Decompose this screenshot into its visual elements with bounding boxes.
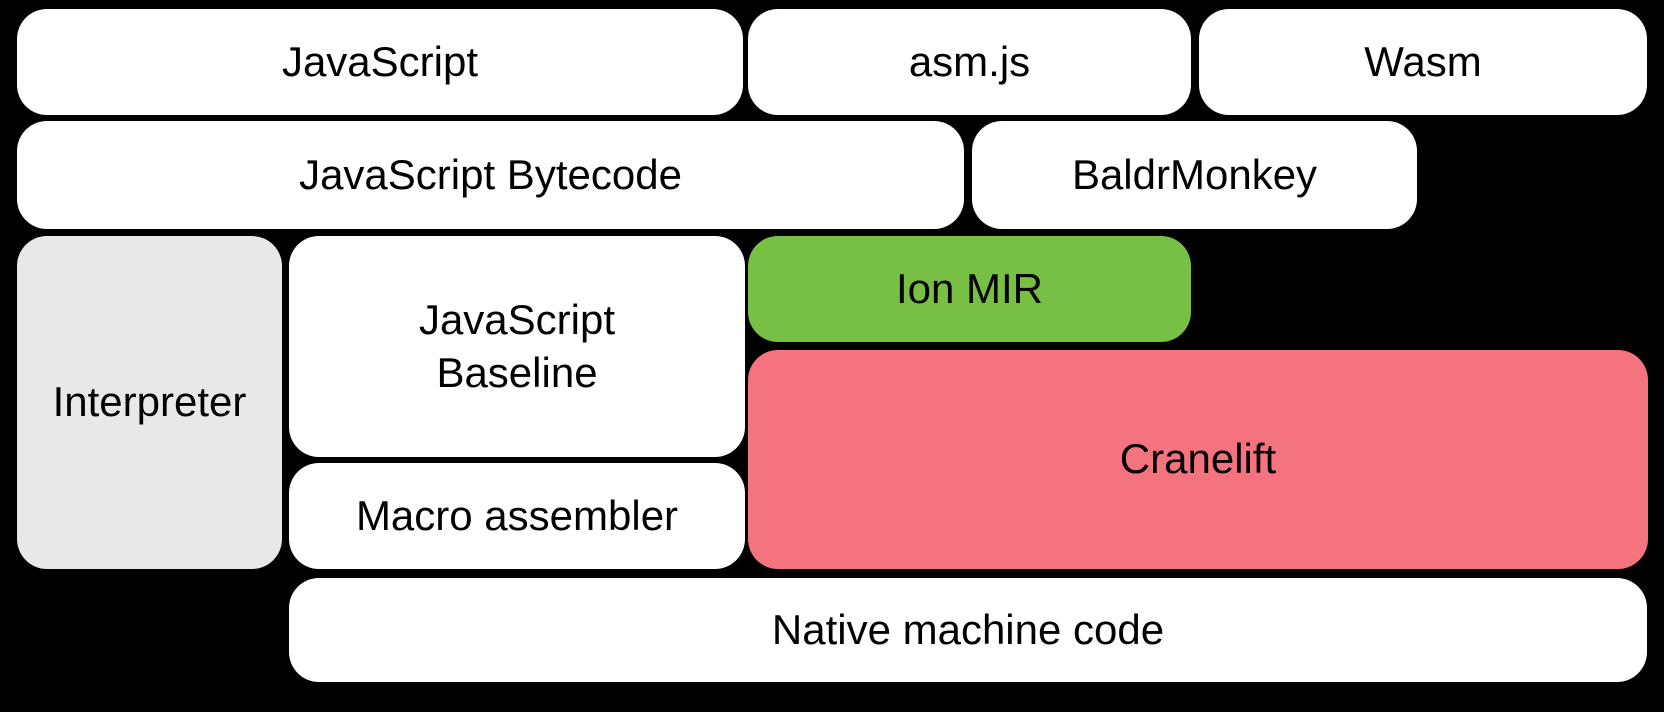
node-baldrmonkey: BaldrMonkey bbox=[972, 121, 1417, 229]
node-cranelift-label: Cranelift bbox=[1119, 435, 1277, 483]
node-javascript-baseline-label: JavaScript Baseline bbox=[418, 296, 616, 396]
node-javascript-baseline: JavaScript Baseline bbox=[289, 236, 745, 457]
node-native-machine-code: Native machine code bbox=[289, 578, 1647, 682]
node-macro-assembler: Macro assembler bbox=[289, 463, 745, 569]
node-ion-mir-label: Ion MIR bbox=[895, 264, 1044, 312]
node-native-machine-code-label: Native machine code bbox=[771, 605, 1165, 653]
node-wasm-label: Wasm bbox=[1364, 37, 1482, 85]
node-javascript-label: JavaScript bbox=[281, 37, 479, 85]
node-javascript-bytecode-label: JavaScript Bytecode bbox=[299, 150, 682, 198]
node-interpreter: Interpreter bbox=[17, 236, 282, 569]
node-macro-assembler-label: Macro assembler bbox=[355, 491, 679, 539]
node-baldrmonkey-label: BaldrMonkey bbox=[1071, 150, 1318, 198]
node-asmjs-label: asm.js bbox=[908, 37, 1031, 85]
node-cranelift: Cranelift bbox=[748, 350, 1648, 569]
node-javascript-bytecode: JavaScript Bytecode bbox=[17, 121, 964, 229]
node-interpreter-label: Interpreter bbox=[52, 378, 247, 426]
node-javascript: JavaScript bbox=[17, 9, 743, 115]
node-asmjs: asm.js bbox=[748, 9, 1191, 115]
node-ion-mir: Ion MIR bbox=[748, 236, 1191, 342]
node-wasm: Wasm bbox=[1199, 9, 1647, 115]
